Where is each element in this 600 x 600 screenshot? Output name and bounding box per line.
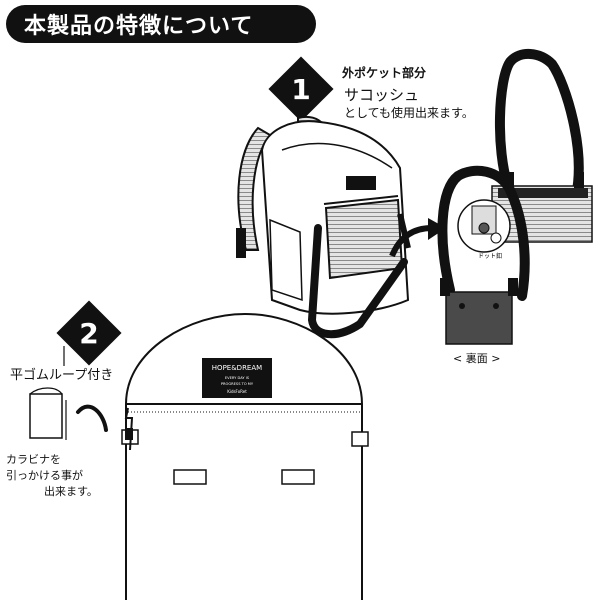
patch-line-4: KidsFoRet (227, 389, 247, 394)
page-header: 本製品の特徴について (6, 5, 316, 43)
patch-line-2: EVERY DAY IS (225, 376, 250, 380)
feature1-title: 外ポケット部分 (342, 66, 427, 80)
patch-line-1: HOPE&DREAM (212, 364, 262, 372)
badge-2-number: 2 (79, 316, 99, 350)
sacoche-back-illustration (437, 165, 530, 345)
feature1-description: としても使用出来ます。 (344, 106, 474, 120)
elastic-loop-illustration (29, 346, 108, 440)
badge-1-number: 1 (291, 72, 311, 106)
page-title: 本製品の特徴について (24, 14, 254, 39)
loop-label: 平ゴムループ付き (10, 368, 114, 383)
carabiner-note: カラビナを 引っかける事が 出来ます。 (6, 452, 98, 500)
dot-button-label: ドット釦 (478, 252, 502, 260)
dome-pouch-illustration: HOPE&DREAM EVERY DAY IS PROGRESS TO MY K… (121, 312, 369, 600)
carabiner-line-3: 出来ます。 (44, 485, 98, 498)
carabiner-line-2: 引っかける事が (6, 469, 83, 482)
back-side-label: < 裏面 > (453, 352, 501, 365)
patch-line-3: PROGRESS TO MY (221, 382, 254, 386)
brand-patch (202, 358, 272, 398)
backpack-illustration (236, 115, 411, 339)
carabiner-line-1: カラビナを (6, 453, 61, 466)
feature1-subtitle: サコッシュ (344, 86, 420, 104)
